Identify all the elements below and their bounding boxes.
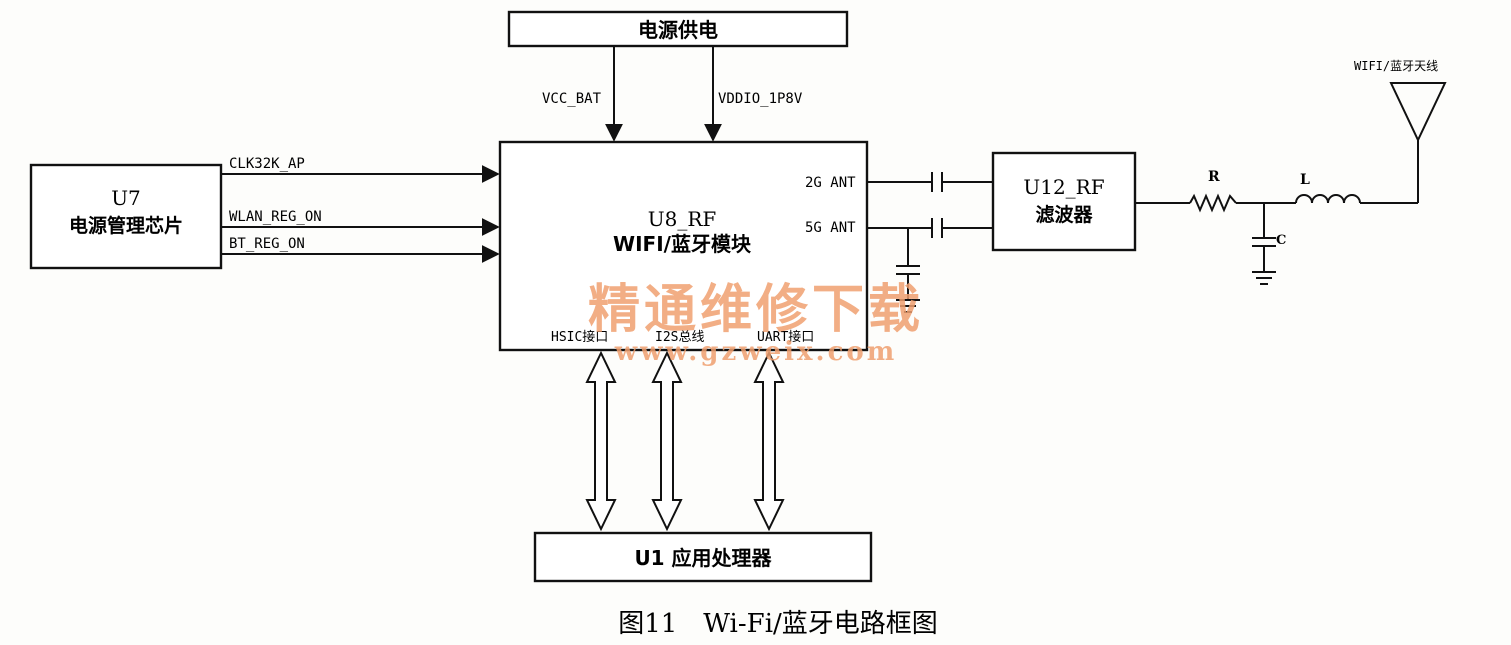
i2s-bus-arrow (651, 350, 683, 532)
watermark: 精通维修下载 www.gzweix.com (588, 280, 924, 367)
watermark-url: www.gzweix.com (614, 337, 898, 367)
capacitor-label: C (1276, 233, 1286, 248)
rf-path-to-filter (867, 172, 993, 313)
pmic-name: 电源管理芯片 (69, 214, 183, 237)
ant-5g-label: 5G ANT (805, 220, 856, 236)
uart-label: UART接口 (757, 329, 814, 345)
matching-network: R C L (1135, 140, 1419, 285)
filter-name: 滤波器 (1035, 203, 1093, 226)
rf-name: WIFI/蓝牙模块 (613, 232, 752, 256)
power-lines: VCC_BAT VDDIO_1P8V (542, 46, 803, 142)
inductor-symbol (1295, 194, 1361, 204)
power-supply-block: 电源供电 (507, 10, 849, 48)
app-processor-block: U1 应用处理器 (533, 531, 873, 583)
filter-id: U12_RF (1023, 175, 1104, 199)
filter-block: U12_RF 滤波器 (991, 151, 1137, 252)
rf-module-block: U8_RF WIFI/蓝牙模块 2G ANT 5G ANT HSIC接口 I2S… (498, 140, 869, 352)
pmic-id: U7 (111, 186, 141, 210)
bus-arrows (585, 350, 785, 532)
wlan-reg-label: WLAN_REG_ON (229, 209, 322, 225)
rf-id: U8_RF (648, 207, 717, 231)
power-supply-label: 电源供电 (638, 18, 718, 42)
inductor-label: L (1300, 172, 1310, 188)
figure-caption: 图11 Wi-Fi/蓝牙电路框图 (618, 609, 938, 639)
clk-label: CLK32K_AP (229, 156, 305, 172)
pmic-block: U7 电源管理芯片 (29, 163, 223, 270)
app-processor-label: U1 应用处理器 (634, 546, 772, 570)
bt-reg-label: BT_REG_ON (229, 236, 305, 252)
hsic-bus-arrow (585, 350, 617, 532)
antenna-label: WIFI/蓝牙天线 (1354, 59, 1438, 73)
resistor-symbol (1189, 193, 1237, 213)
vcc-bat-label: VCC_BAT (542, 91, 602, 107)
resistor-label: R (1208, 169, 1220, 185)
control-lines: CLK32K_AP WLAN_REG_ON BT_REG_ON (221, 156, 500, 263)
watermark-title: 精通维修下载 (588, 280, 924, 340)
uart-bus-arrow (753, 350, 785, 532)
antenna-icon: WIFI/蓝牙天线 (1354, 59, 1447, 143)
ant-2g-label: 2G ANT (805, 175, 856, 191)
hsic-label: HSIC接口 (551, 329, 608, 345)
i2s-label: I2S总线 (655, 330, 704, 345)
vddio-label: VDDIO_1P8V (718, 91, 803, 107)
